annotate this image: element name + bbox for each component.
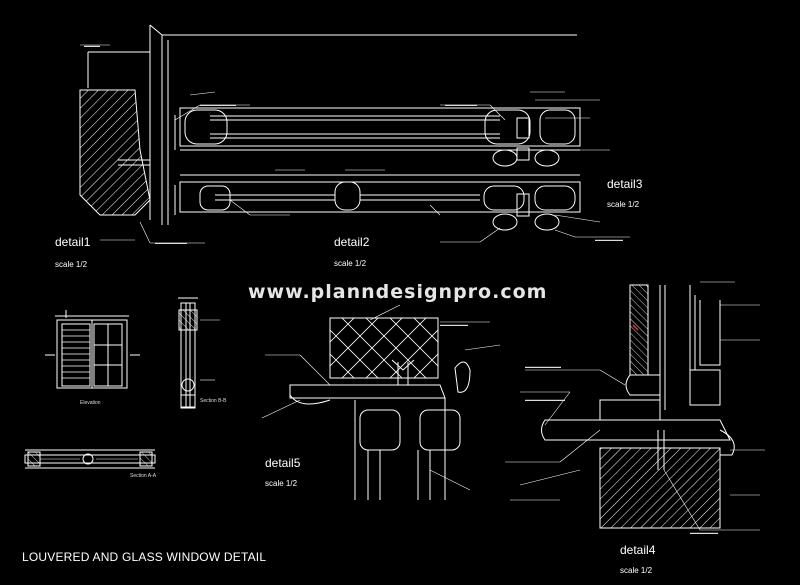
- detail5-drawing: [261, 304, 501, 500]
- detail2-scale: scale 1/2: [334, 259, 367, 268]
- section-a-label: Section A-A: [130, 473, 157, 479]
- detail4-drawing: [505, 281, 765, 531]
- annotation-text: ▬▬▬▬▬▬▬▬▬: [200, 102, 236, 107]
- detail3-label: detail3: [607, 177, 643, 191]
- annotation-text: ▬▬▬▬▬▬▬: [440, 322, 468, 327]
- top-frame-detail: [79, 24, 581, 231]
- annotation-text: ▬▬▬▬▬▬▬: [595, 237, 623, 242]
- detail4-label: detail4: [620, 543, 656, 557]
- elevation-label: Elevation: [80, 400, 101, 406]
- top-leaders: [80, 44, 630, 244]
- annotation-text: ▬▬▬▬▬▬▬▬▬▬: [525, 397, 565, 402]
- detail5-scale: scale 1/2: [265, 479, 298, 488]
- window-elevation: [45, 310, 140, 389]
- annotation-text: ▬▬▬▬▬▬▬▬: [155, 240, 187, 245]
- annotation-text: ▬▬▬▬▬▬▬▬▬: [525, 364, 561, 369]
- section-b-label: Section B-B: [200, 398, 227, 404]
- watermark-text: www.planndesignpro.com: [248, 281, 548, 303]
- annotation-text: ▬▬▬▬▬▬▬▬: [445, 102, 477, 107]
- annotation-text: ▬▬▬▬▬▬▬: [690, 530, 718, 535]
- drawing-title: LOUVERED AND GLASS WINDOW DETAIL: [22, 550, 267, 564]
- annotation-text: ▬▬▬▬: [84, 43, 100, 48]
- detail1-scale: scale 1/2: [55, 260, 88, 269]
- detail2-label: detail2: [334, 235, 370, 249]
- section-b-b: [178, 297, 220, 409]
- detail4-scale: scale 1/2: [620, 566, 653, 575]
- detail5-label: detail5: [265, 456, 301, 470]
- section-a-a: [24, 449, 156, 469]
- detail1-label: detail1: [55, 235, 91, 249]
- detail3-scale: scale 1/2: [607, 200, 640, 209]
